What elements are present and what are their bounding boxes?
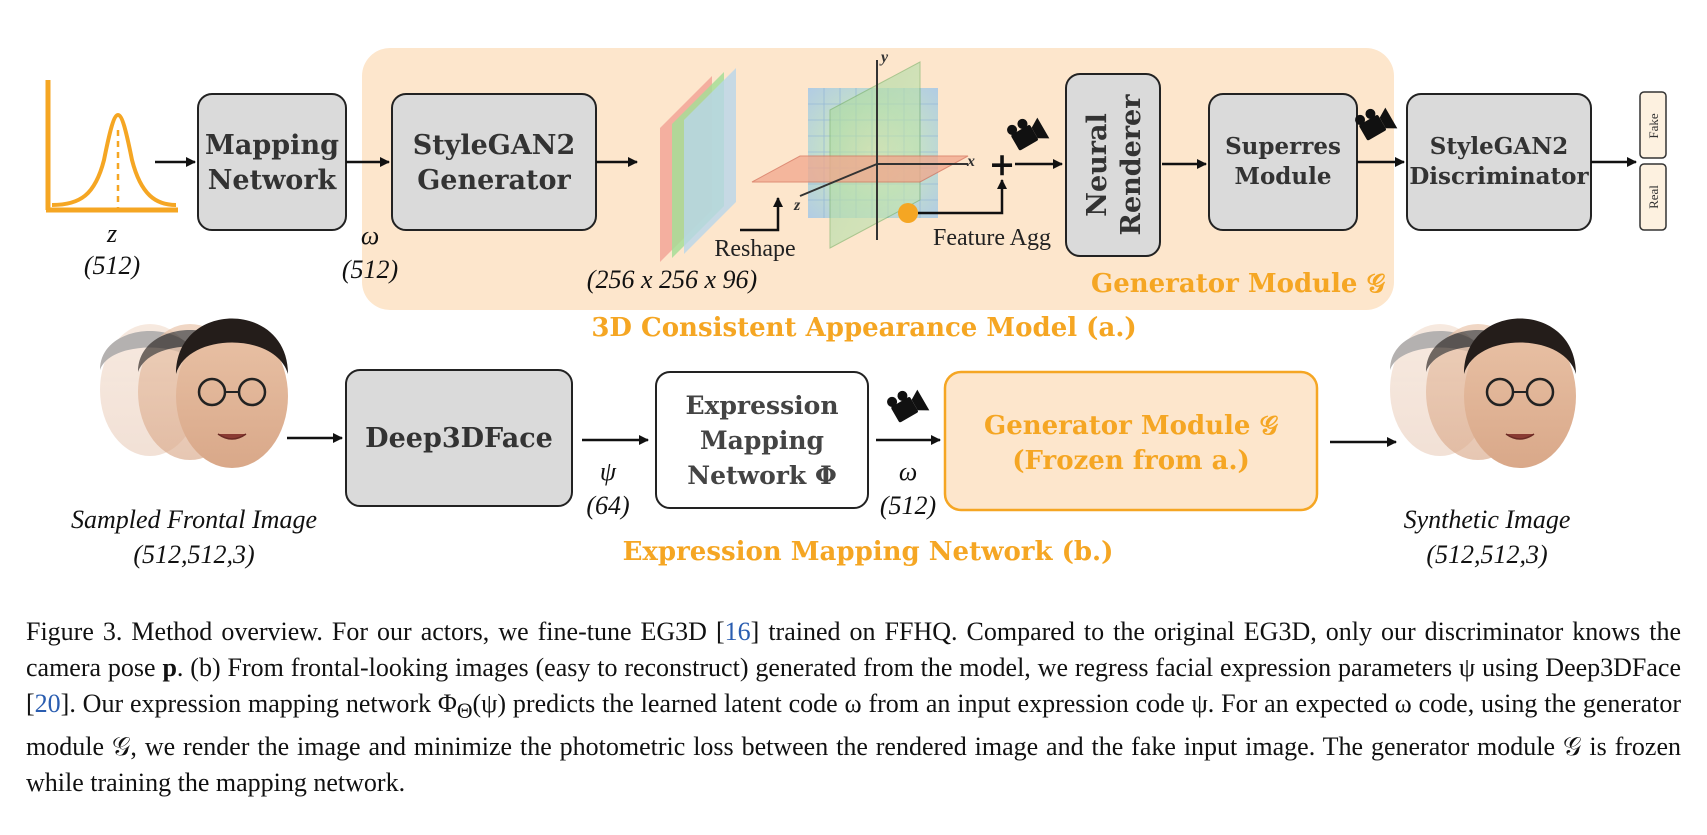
mapping-network-box (197, 93, 347, 231)
psi-var: ψ (600, 457, 617, 486)
superres-line2: Module (1235, 163, 1332, 190)
discriminator-line1: StyleGAN2 (1430, 133, 1568, 160)
camera-icon (1007, 117, 1050, 151)
fake-output-box (1639, 91, 1667, 159)
section-a-label: 3D Consistent Appearance Model (a.) (591, 313, 1136, 343)
reshape-label: Reshape (714, 236, 795, 262)
superres-module-box (1208, 93, 1358, 231)
expr-mapping-line1: Expression (685, 391, 838, 420)
stylegan-discriminator-box (1406, 93, 1592, 231)
frozen-generator-box (943, 370, 1319, 512)
output-image-line2: (512,512,3) (1426, 540, 1547, 569)
caption-part-5: (ψ) predicts the learned latent code ω f… (26, 689, 1682, 798)
input-image-line1: Sampled Frontal Image (71, 505, 317, 534)
stylegan-generator-line2: Generator (417, 165, 571, 196)
caption-ref-16[interactable]: 16 (724, 617, 751, 646)
expression-mapping-box (655, 371, 869, 509)
stylegan-generator-box (391, 93, 597, 231)
axis-z-label: z (793, 197, 801, 214)
triplane-volume-icon (751, 60, 969, 249)
caption-ref-20[interactable]: 20 (34, 689, 61, 718)
deep3dface-box (345, 369, 573, 507)
psi-dim: (64) (586, 491, 629, 520)
plus-sign: + (989, 145, 1016, 183)
feature-agg-arrow (918, 179, 1007, 215)
discriminator-line2: Discriminator (1409, 163, 1589, 190)
generator-module-label: Generator Module 𝒢 (1091, 269, 1386, 299)
caption-pose: p (162, 653, 177, 682)
input-face-images (100, 318, 288, 468)
latent-dim: (512) (84, 251, 140, 280)
mapping-network-line1: Mapping (205, 130, 339, 161)
expr-mapping-line3: Network Φ (687, 461, 836, 490)
section-b-label: Expression Mapping Network (b.) (623, 537, 1114, 567)
axis-y-label: y (879, 49, 889, 66)
omega-dim: (512) (342, 255, 398, 284)
fake-label: Fake (1646, 113, 1661, 139)
stylegan-generator-line1: StyleGAN2 (413, 130, 576, 161)
neural-renderer-box (1065, 73, 1161, 257)
caption-part-1: Figure 3. Method overview. For our actor… (26, 617, 725, 646)
camera-icon (1355, 107, 1398, 141)
reshape-arrow (740, 197, 783, 232)
deep3dface-label: Deep3DFace (365, 423, 553, 454)
figure-caption: Figure 3. Method overview. For our actor… (26, 614, 1681, 801)
neural-renderer-line1: Neural (1082, 113, 1113, 216)
camera-icon (887, 389, 930, 423)
caption-part-2: ] trained on FFHQ. Compared to the origi… (26, 617, 1681, 682)
real-label: Real (1646, 185, 1661, 209)
omega-b-dim: (512) (880, 491, 936, 520)
neural-renderer-line2: Renderer (1116, 94, 1147, 236)
real-output-box (1639, 163, 1667, 231)
input-image-line2: (512,512,3) (133, 540, 254, 569)
expr-mapping-line2: Mapping (700, 426, 824, 455)
output-image-line1: Synthetic Image (1404, 505, 1571, 534)
axis-x-label: x (966, 153, 975, 170)
frozen-gen-line2: (Frozen from a.) (1012, 446, 1250, 476)
frozen-gen-line1: Generator Module 𝒢 (984, 411, 1279, 441)
gaussian-distribution-icon (45, 80, 178, 213)
feature-planes-icon (660, 68, 736, 262)
mapping-network-line2: Network (208, 165, 338, 196)
caption-part-4: ]. Our expression mapping network Φ (60, 689, 457, 718)
feature-agg-label: Feature Agg (933, 225, 1051, 251)
diagram-svg: z (512) Mapping Network ω (512) StyleGAN… (45, 48, 1667, 569)
output-face-images (1390, 318, 1576, 468)
caption-part-3: . (b) From frontal-looking images (easy … (26, 653, 1682, 718)
caption-theta: Θ (456, 699, 473, 724)
triplane-dims: (256 x 256 x 96) (587, 265, 757, 294)
omega-b-var: ω (899, 457, 917, 486)
omega-var: ω (361, 221, 379, 250)
superres-line1: Superres (1225, 133, 1341, 160)
latent-var: z (106, 219, 117, 248)
